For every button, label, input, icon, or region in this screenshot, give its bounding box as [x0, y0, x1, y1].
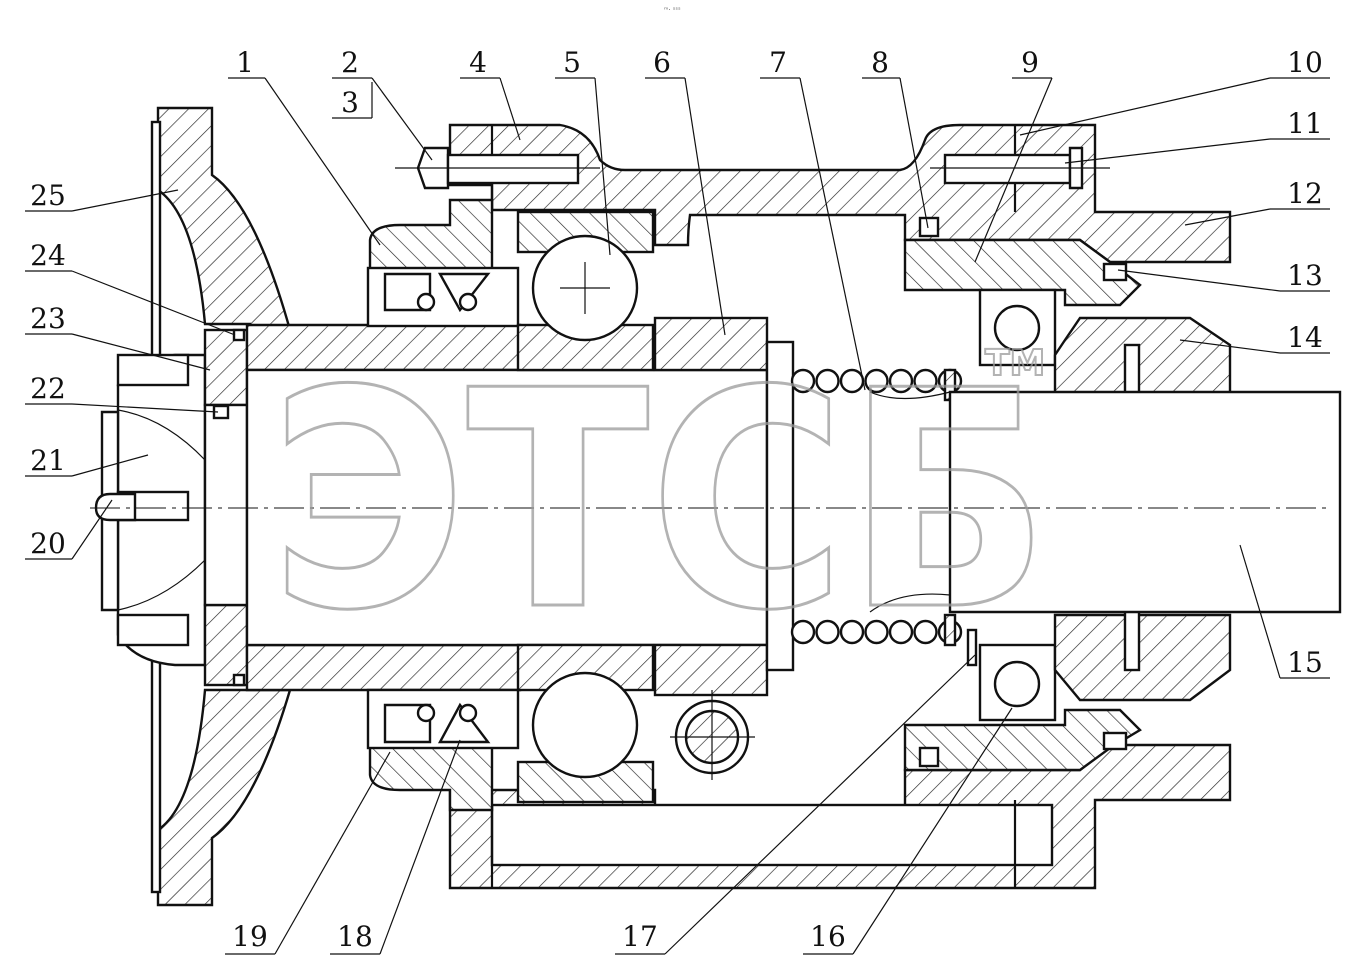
callout-label-25: 25 — [30, 179, 66, 212]
callout-label-5: 5 — [563, 46, 581, 79]
callout-leader — [264, 77, 381, 246]
callout-label-17: 17 — [622, 920, 658, 953]
callout-label-24: 24 — [30, 239, 66, 272]
callout-leader — [71, 499, 113, 560]
callout-leader — [1064, 138, 1271, 164]
callout-leader — [594, 77, 611, 256]
callout-leader — [379, 739, 461, 955]
washer-23 — [203, 328, 249, 687]
svg-text:TM: TM — [985, 343, 1045, 384]
spring-coil — [790, 368, 816, 394]
callout-leader — [799, 77, 866, 391]
callout-label-4: 4 — [469, 46, 487, 79]
callout-leader — [71, 403, 219, 413]
spring-coil — [815, 368, 840, 394]
callout-label-20: 20 — [30, 527, 66, 560]
spring-coil — [913, 619, 938, 645]
callout-leader — [1019, 77, 1271, 136]
callout-label-15: 15 — [1287, 646, 1323, 679]
callout-label-13: 13 — [1287, 259, 1323, 292]
callout-label-21: 21 — [30, 444, 66, 477]
right-assembly — [903, 216, 1232, 772]
spring-coil — [790, 619, 816, 645]
callout-leader — [1239, 544, 1281, 679]
spring-coil — [913, 368, 938, 394]
callout-label-7: 7 — [769, 46, 787, 79]
spring-coil — [864, 368, 889, 394]
callout-label-12: 12 — [1287, 177, 1323, 210]
callout-leader — [684, 77, 726, 336]
bolt-11 — [930, 146, 1110, 190]
callout-label-10: 10 — [1287, 46, 1323, 79]
spring-coil — [888, 619, 914, 645]
callout-label-18: 18 — [337, 920, 373, 953]
callout-leader — [1179, 339, 1281, 354]
nut-21 — [94, 353, 207, 667]
callout-label-1: 1 — [236, 46, 254, 79]
callout-label-11: 11 — [1287, 107, 1323, 140]
callout-label-2: 2 — [341, 46, 359, 79]
spring-coil — [839, 619, 865, 645]
spring-coil — [815, 619, 840, 645]
callout-label-19: 19 — [232, 920, 268, 953]
callout-label-8: 8 — [871, 46, 889, 79]
callout-label-23: 23 — [30, 302, 66, 335]
callout-label-6: 6 — [653, 46, 671, 79]
callout-leader — [852, 707, 1013, 955]
spring-coil — [864, 619, 889, 645]
spacer-6 — [653, 316, 795, 780]
bolt-2 — [395, 146, 600, 190]
callout-leader — [71, 189, 179, 212]
callout-leader — [71, 454, 149, 477]
svg-text:ЭТСБ: ЭТСБ — [270, 327, 1050, 676]
callout-leader — [974, 77, 1053, 263]
callout-leader — [371, 77, 433, 161]
shaft-15 — [869, 390, 1342, 614]
callout-leader — [1117, 269, 1281, 292]
callout-leader — [1184, 208, 1271, 226]
callout-label-3: 3 — [341, 86, 359, 119]
callout-leader — [274, 751, 391, 955]
top-caption: ᵐ‧ ˢˢˢ — [664, 6, 681, 14]
callout-leader — [499, 77, 521, 141]
bearing-5 — [516, 210, 655, 804]
callout-leader — [71, 270, 236, 336]
callout-label-14: 14 — [1287, 321, 1323, 354]
watermark: ЭТСБ TM — [269, 326, 1052, 678]
callout-leader — [71, 333, 211, 371]
spring-coil — [888, 368, 914, 394]
callout-leader — [664, 654, 976, 955]
callout-label-22: 22 — [30, 372, 66, 405]
callout-label-16: 16 — [810, 920, 846, 953]
seals — [366, 266, 520, 750]
callout-label-9: 9 — [1021, 46, 1039, 79]
callout-leader — [899, 77, 929, 229]
